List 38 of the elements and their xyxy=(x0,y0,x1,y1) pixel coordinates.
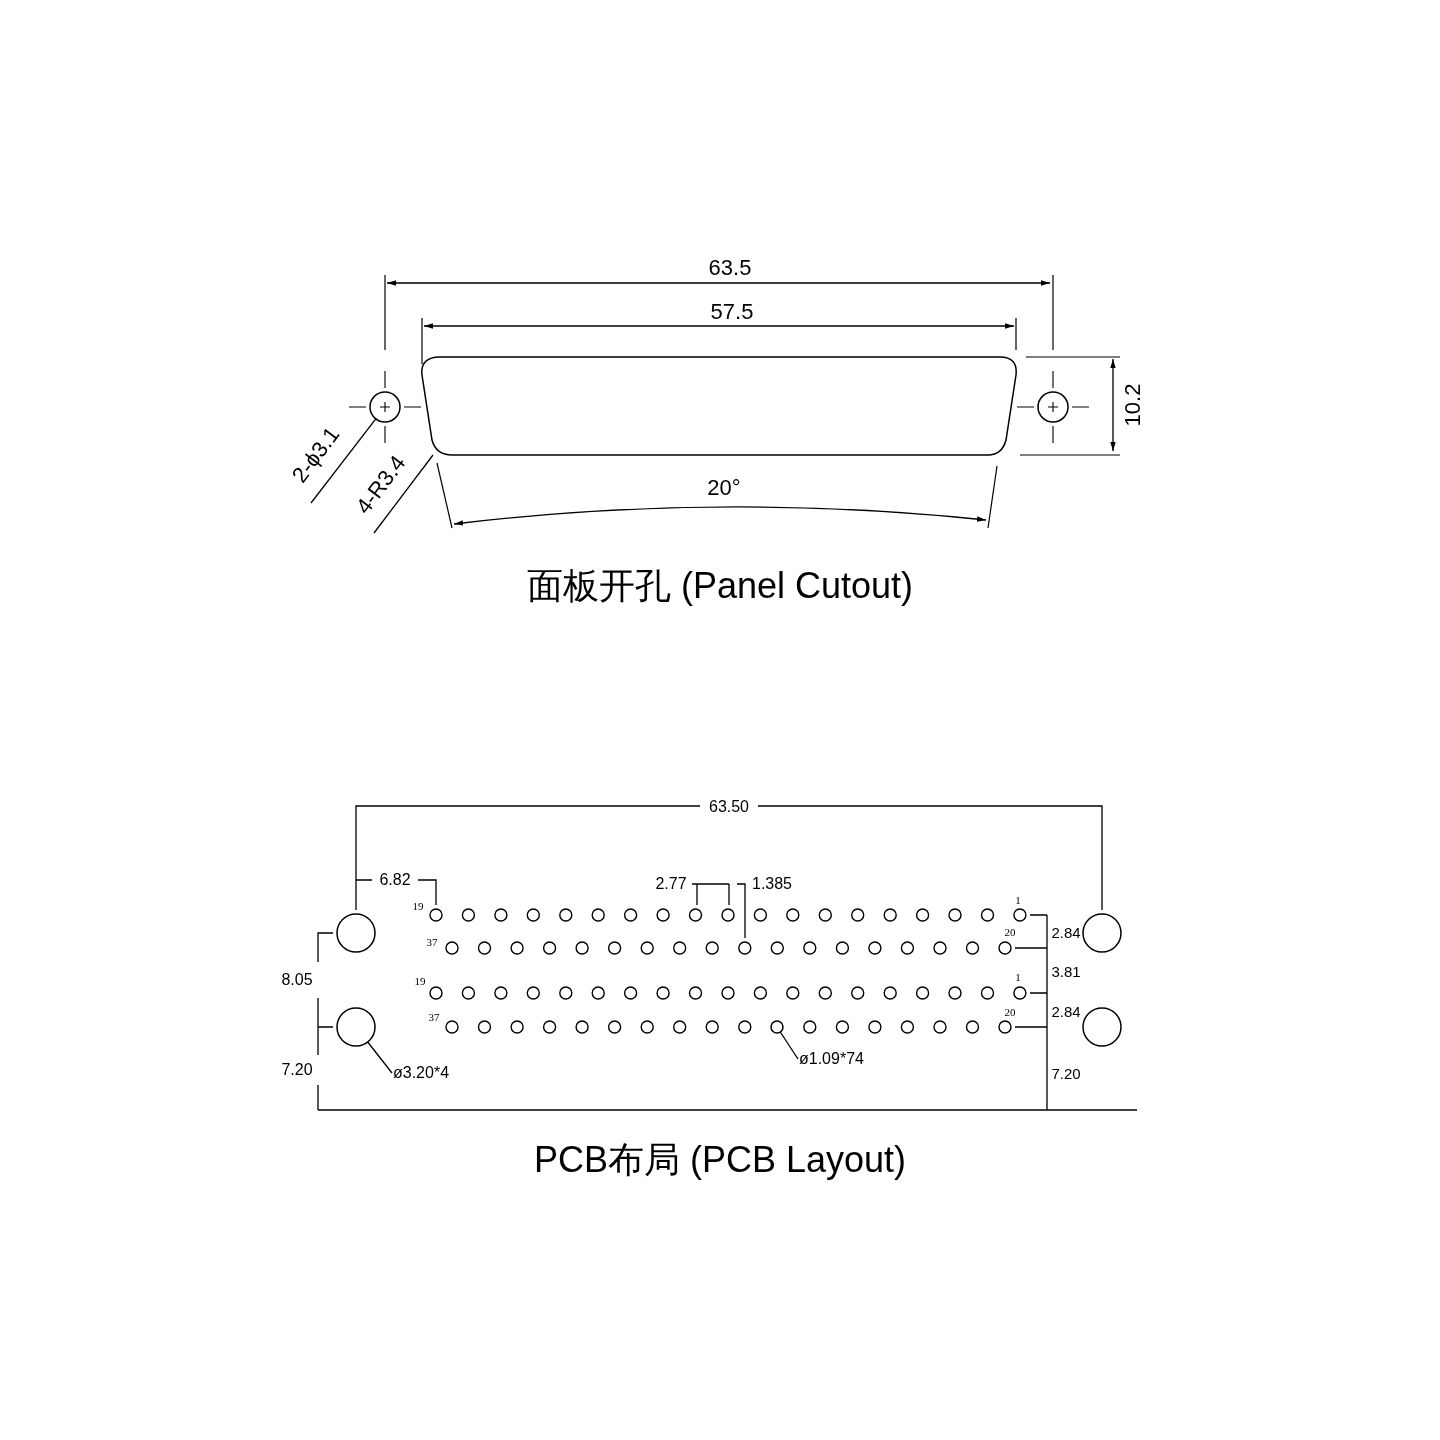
dimension-text: 57.5 xyxy=(710,301,754,323)
dimension-text: 10.2 xyxy=(1122,383,1144,427)
callout-text: ø3.20*4 xyxy=(393,1065,450,1081)
dimension-text: 2.77 xyxy=(655,876,687,892)
mounting-hole xyxy=(1082,1007,1122,1047)
mounting-hole xyxy=(1017,371,1089,443)
mounting-hole xyxy=(1082,913,1122,953)
dimension-text: 6.82 xyxy=(379,872,411,888)
callout-text: ø1.09*74 xyxy=(799,1051,864,1067)
dimension-text: 7.20 xyxy=(281,1062,313,1078)
dimension-text: 8.05 xyxy=(281,972,313,988)
dimension-text: 7.20 xyxy=(1051,1065,1081,1081)
pin-number: 20 xyxy=(1004,1006,1016,1018)
leader-line xyxy=(373,454,434,534)
dimension-text: 2.84 xyxy=(1051,1003,1081,1019)
pin-number: 37 xyxy=(428,1011,440,1023)
pin-number: 1 xyxy=(1015,971,1021,983)
mounting-hole xyxy=(349,371,421,443)
leader-line xyxy=(779,1031,799,1060)
pin-number: 37 xyxy=(426,936,438,948)
pin-hole xyxy=(770,1020,784,1034)
pin-number: 19 xyxy=(412,900,424,912)
leader-line xyxy=(310,418,377,504)
mounting-hole xyxy=(336,913,376,953)
dimension-text: 63.50 xyxy=(709,799,749,815)
dimension-text: 63.5 xyxy=(708,257,752,279)
mounting-hole xyxy=(336,1007,376,1047)
leader-line xyxy=(367,1041,393,1074)
dimension-text: 3.81 xyxy=(1051,963,1081,979)
cutout-outline xyxy=(418,353,1020,459)
dimension-text: 1.385 xyxy=(752,876,792,892)
section-caption: PCB布局 (PCB Layout) xyxy=(533,1142,907,1178)
dimension-text: 2.84 xyxy=(1051,924,1081,940)
pin-number: 20 xyxy=(1004,926,1016,938)
dimension-text: 20° xyxy=(707,477,741,499)
section-caption: 面板开孔 (Panel Cutout) xyxy=(526,568,914,604)
pin-number: 1 xyxy=(1015,894,1021,906)
pin-number: 19 xyxy=(414,975,426,987)
